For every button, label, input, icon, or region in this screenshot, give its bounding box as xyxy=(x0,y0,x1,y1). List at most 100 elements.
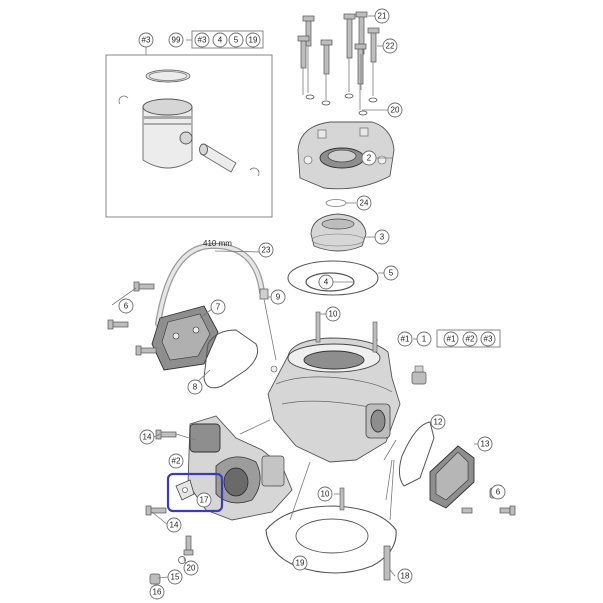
callout-number: 14 xyxy=(170,521,179,530)
inset-callout[interactable]: #3 xyxy=(138,32,154,48)
selection-highlight[interactable] xyxy=(166,472,224,513)
callout-c3[interactable]: 3 xyxy=(374,229,390,245)
callout-c23[interactable]: 23 xyxy=(258,242,274,258)
stud-18[interactable] xyxy=(383,545,391,581)
piston-kit-inset[interactable] xyxy=(105,54,273,218)
callout-c17[interactable]: 17 xyxy=(196,492,212,508)
callout-number: 3 xyxy=(380,233,385,242)
callout-c5[interactable]: 5 xyxy=(383,265,399,281)
callout-number: 19 xyxy=(296,559,305,568)
callout-number: 14 xyxy=(143,433,152,442)
svg-text:#2: #2 xyxy=(466,335,475,344)
callout-c10a[interactable]: 10 xyxy=(325,306,341,322)
kit-callout-text: #3 xyxy=(198,36,207,45)
callout-c22[interactable]: 22 xyxy=(382,38,398,54)
callout-c24[interactable]: 24 xyxy=(356,195,372,211)
callout-circle xyxy=(382,38,398,54)
callout-c15[interactable]: 15 xyxy=(167,569,183,585)
callout-number: 21 xyxy=(378,12,387,21)
kit-callout-group[interactable]: 99 #3 4 5 19 xyxy=(168,30,264,49)
head-gasket-5[interactable] xyxy=(287,260,379,296)
callout-circle xyxy=(196,492,212,508)
callout-circle xyxy=(383,265,399,281)
svg-text:#3: #3 xyxy=(484,335,493,344)
callout-number: 2 xyxy=(367,154,372,163)
callout-number: 18 xyxy=(401,572,410,581)
kit-callout-text: 5 xyxy=(234,36,239,45)
callout-c14b[interactable]: 14 xyxy=(166,517,182,533)
callout-circle xyxy=(325,306,341,322)
bolt-14[interactable] xyxy=(145,429,194,585)
callout-number: 4 xyxy=(324,278,329,287)
callout-number: 10 xyxy=(321,490,330,499)
valve-cover-7[interactable] xyxy=(151,305,219,371)
callout-number: 12 xyxy=(434,418,443,427)
o-ring-24[interactable] xyxy=(325,199,347,207)
cylinder[interactable] xyxy=(267,311,401,463)
callout-c8[interactable]: 8 xyxy=(187,379,203,395)
callout-circle xyxy=(139,429,155,445)
inset-label: #3 xyxy=(142,36,151,45)
callout-c7[interactable]: 7 xyxy=(210,299,226,315)
callout-c14a[interactable]: 14 xyxy=(139,429,155,445)
callout-number: 13 xyxy=(481,440,490,449)
callout-number: 6 xyxy=(496,488,501,497)
group-callout[interactable]: #1 1 #1 #2 #3 xyxy=(397,329,501,348)
callout-c6b[interactable]: 6 xyxy=(490,484,506,500)
callout-c12[interactable]: 12 xyxy=(430,414,446,430)
kit-callout-text: 19 xyxy=(249,36,258,45)
callout-c20b[interactable]: 20 xyxy=(183,560,199,576)
kit-callout-text: 99 xyxy=(172,36,181,45)
callout-number: 7 xyxy=(216,303,221,312)
callout-circle xyxy=(317,486,333,502)
svg-text:1: 1 xyxy=(422,335,427,344)
sub-assembly-callout[interactable]: #2 xyxy=(168,453,184,469)
bolt-6a[interactable] xyxy=(107,281,157,356)
stud-10b[interactable] xyxy=(339,487,345,511)
combustion-insert[interactable] xyxy=(310,213,367,252)
callout-c13[interactable]: 13 xyxy=(477,436,493,452)
svg-text:#1: #1 xyxy=(447,335,456,344)
callout-circle xyxy=(490,484,506,500)
kit-callout-text: 4 xyxy=(218,36,223,45)
callout-number: 15 xyxy=(171,573,180,582)
callout-c2[interactable]: 2 xyxy=(361,150,377,166)
part-17-bracket[interactable] xyxy=(175,479,195,501)
callout-number: 20 xyxy=(391,106,400,115)
callout-c21[interactable]: 21 xyxy=(374,8,390,24)
hose-fitting-9[interactable] xyxy=(259,288,269,300)
hose-length-label: 410 mm xyxy=(203,239,232,248)
callout-c18[interactable]: 18 xyxy=(397,568,413,584)
svg-text:#1: #1 xyxy=(401,335,410,344)
callout-c9[interactable]: 9 xyxy=(270,289,286,305)
callout-circle xyxy=(318,274,334,290)
cylinder-head[interactable] xyxy=(297,121,395,190)
callout-number: 22 xyxy=(386,42,395,51)
valve-gasket-8[interactable] xyxy=(203,329,259,389)
intake-flange[interactable] xyxy=(187,415,293,521)
callout-number: 24 xyxy=(360,199,369,208)
callout-c16[interactable]: 16 xyxy=(149,584,165,600)
callout-number: 5 xyxy=(389,269,394,278)
callout-number: 6 xyxy=(124,302,129,311)
callout-c20a[interactable]: 20 xyxy=(387,102,403,118)
callout-circle xyxy=(183,560,199,576)
svg-text:#2: #2 xyxy=(172,457,181,466)
callout-c4[interactable]: 4 xyxy=(318,274,334,290)
head-bolts[interactable] xyxy=(297,11,380,116)
callout-number: 16 xyxy=(153,588,162,597)
callout-number: 17 xyxy=(200,496,209,505)
base-gasket-19[interactable] xyxy=(265,505,397,574)
bolt-6b[interactable] xyxy=(461,487,516,516)
water-gasket-12[interactable] xyxy=(398,421,435,487)
callout-circle xyxy=(166,517,182,533)
callout-number: 20 xyxy=(187,564,196,573)
water-cover-13[interactable] xyxy=(429,445,475,509)
callout-c19[interactable]: 19 xyxy=(292,555,308,571)
callout-c10b[interactable]: 10 xyxy=(317,486,333,502)
callout-circle xyxy=(118,298,134,314)
callout-c6a[interactable]: 6 xyxy=(118,298,134,314)
cap-nut[interactable] xyxy=(411,365,427,385)
